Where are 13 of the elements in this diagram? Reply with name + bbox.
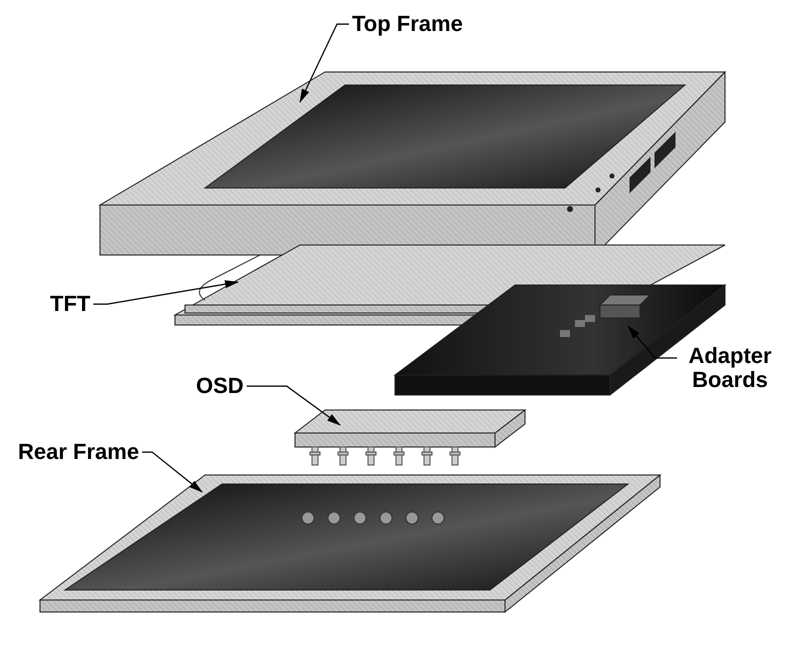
part-label: Adapter Boards: [680, 344, 780, 392]
osd-board-drawing: [295, 410, 525, 465]
leader-line: [142, 452, 203, 493]
top-frame-drawing: [100, 72, 725, 255]
part-label: Rear Frame: [18, 440, 140, 464]
rear-frame-drawing: [40, 475, 660, 612]
leader-line: [93, 280, 239, 305]
part-label: OSD: [196, 374, 244, 398]
leader-line: [627, 325, 677, 359]
leader-line: [246, 386, 341, 426]
part-label: Top Frame: [352, 12, 463, 36]
part-label: TFT: [50, 292, 90, 316]
leader-line: [299, 24, 349, 103]
